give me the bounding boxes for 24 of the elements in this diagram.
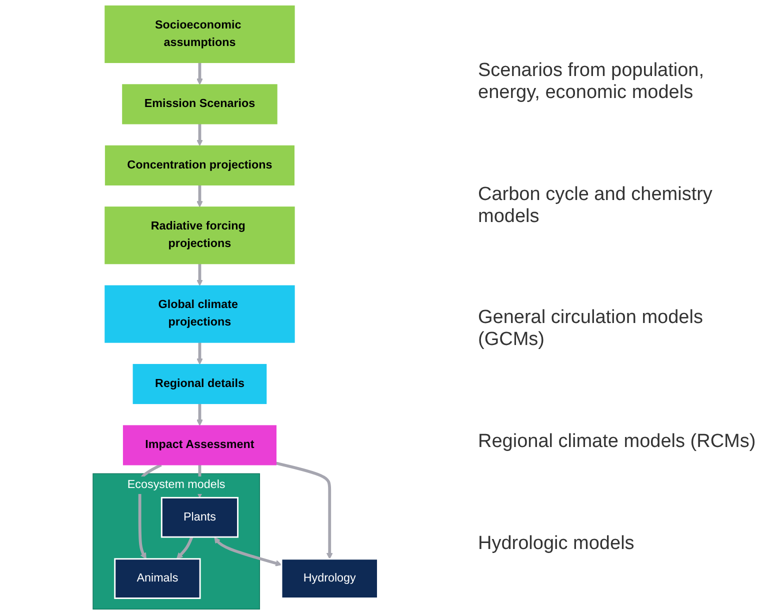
annotation-text: Hydrologic models — [478, 533, 636, 556]
arrow — [196, 342, 203, 365]
arrow — [196, 124, 203, 146]
node-box: Socioeconomic assumptions — [104, 5, 294, 64]
arrow — [176, 536, 193, 560]
node-box: Emission Scenarios — [122, 84, 277, 124]
node-box: Plants — [160, 496, 238, 538]
node-box: Hydrology — [280, 558, 378, 599]
arrow — [275, 462, 332, 560]
node-box: Global climate projections — [104, 285, 294, 343]
annotation-text: General circulation models (GCMs) — [478, 307, 704, 352]
node-box: Concentration projections — [104, 145, 294, 186]
node-box: Radiative forcing projections — [104, 206, 294, 264]
arrow — [196, 264, 203, 286]
arrow — [196, 185, 203, 208]
arrow — [214, 536, 282, 566]
node-box: Regional details — [132, 364, 266, 404]
annotation-text: Regional climate models (RCMs) — [478, 431, 757, 454]
annotation-text: Scenarios from population, energy, economic models — [478, 60, 706, 104]
arrow — [196, 62, 203, 85]
node-box: Animals — [114, 558, 200, 599]
node-box: Impact Assessment — [122, 425, 276, 466]
annotation-text: Carbon cycle and chemistry models — [478, 184, 714, 228]
arrow — [196, 404, 203, 426]
